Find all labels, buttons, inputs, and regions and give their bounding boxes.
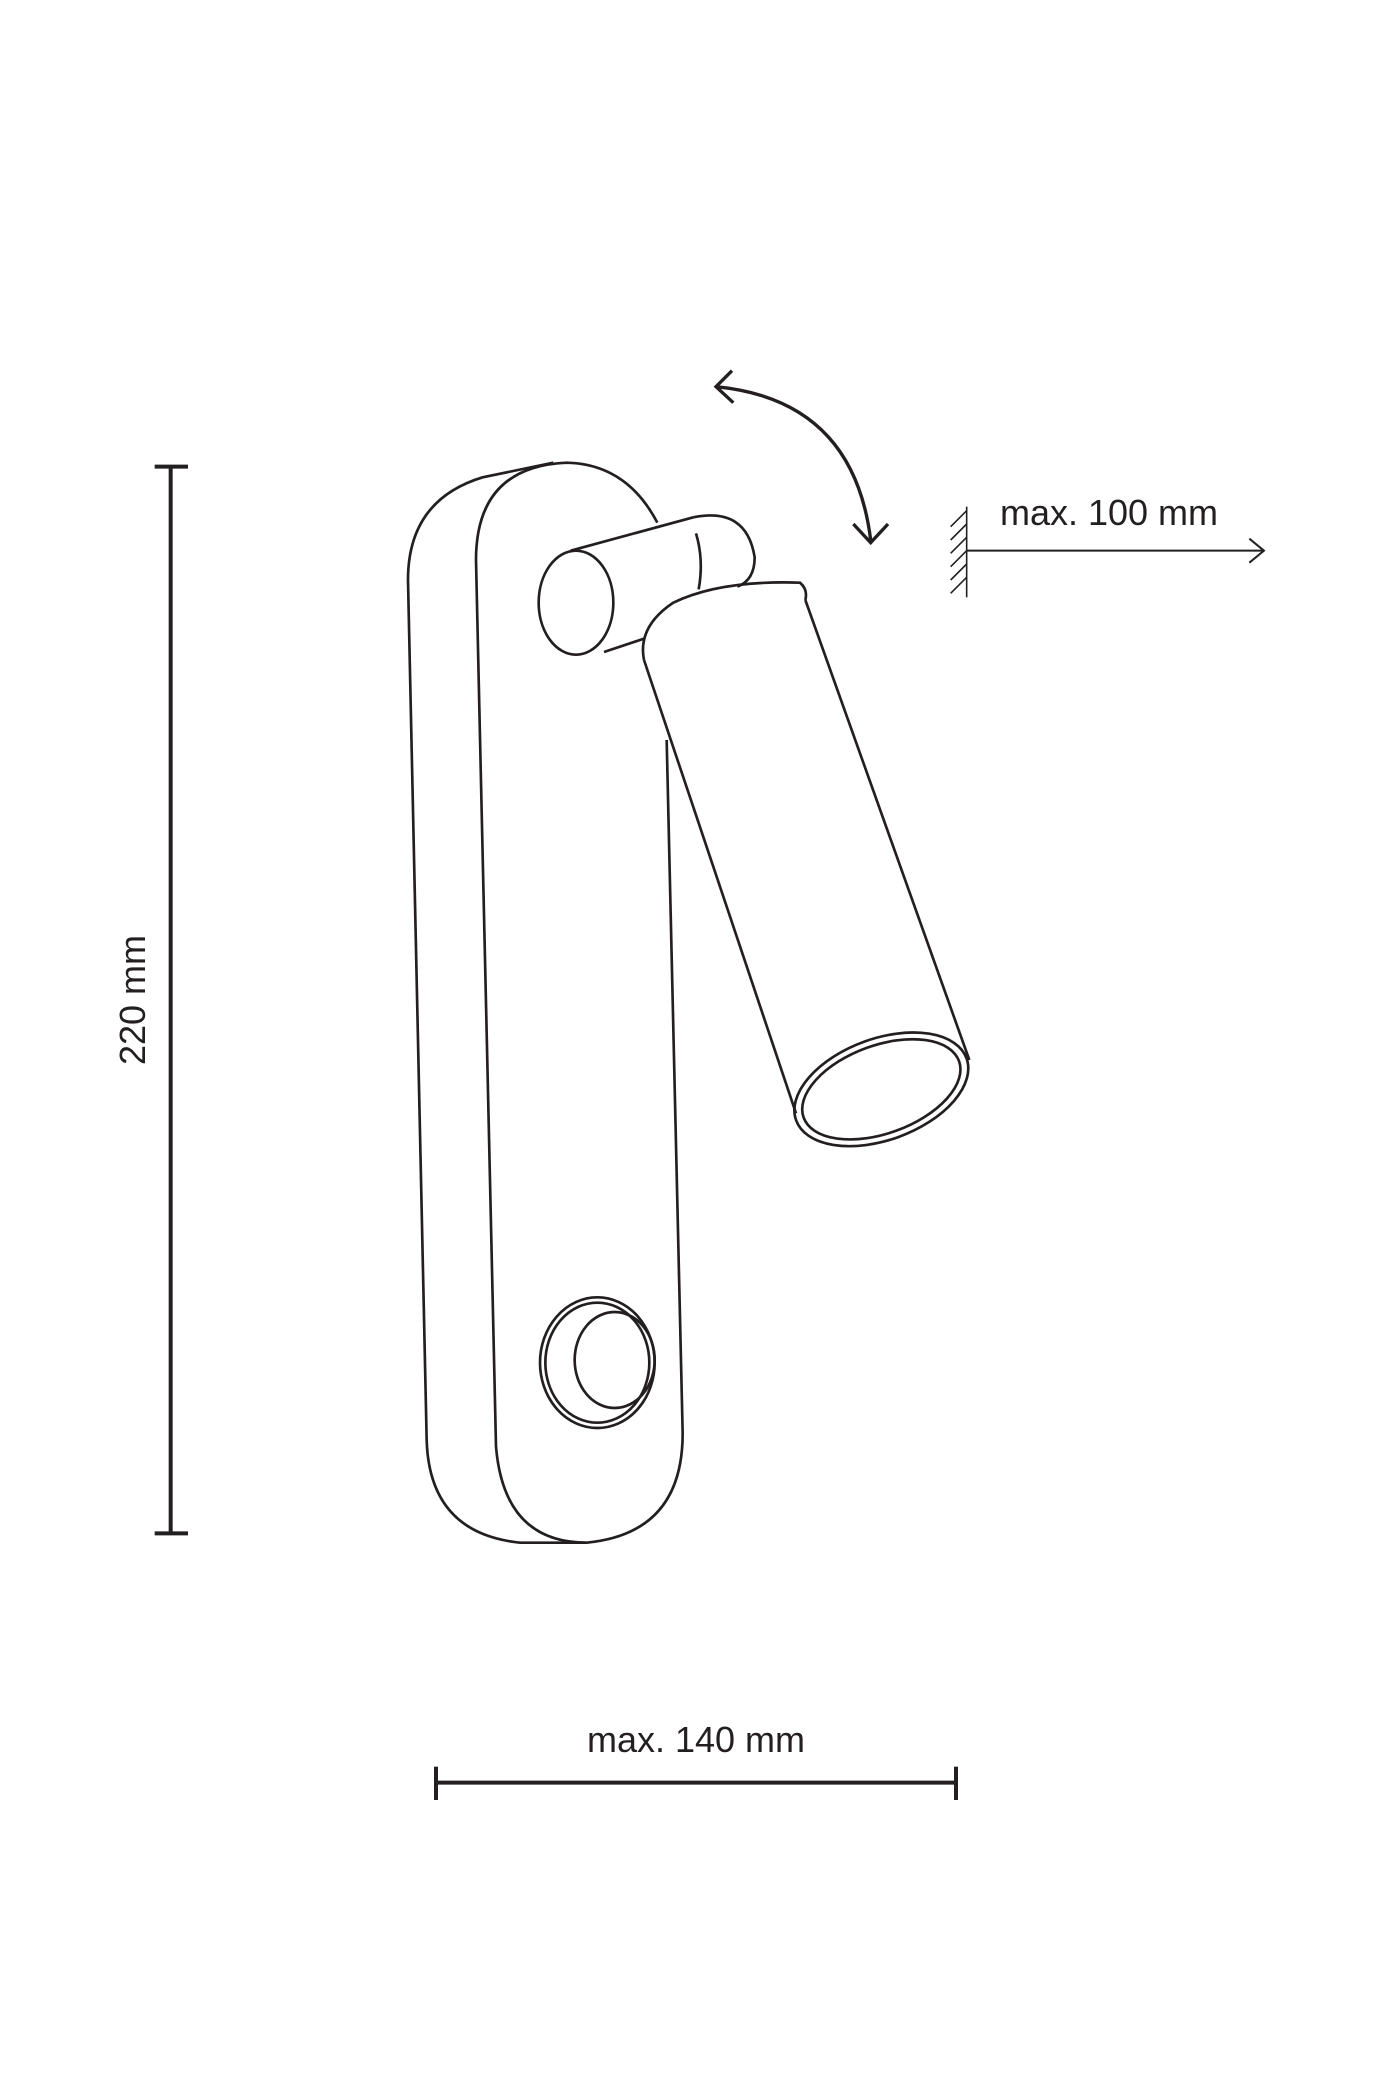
projection-arrow-icon — [966, 537, 1266, 564]
back-plate — [406, 461, 587, 1544]
height-label: 220 mm — [112, 934, 153, 1066]
width-label: max. 140 mm — [586, 1719, 806, 1760]
projection-label: max. 100 mm — [999, 492, 1219, 533]
height-dimension-line — [154, 464, 188, 1536]
width-dimension-line — [434, 1766, 958, 1800]
wall-hatch-icon — [950, 506, 968, 598]
front-plate — [474, 461, 685, 1545]
switch-button-icon — [538, 1295, 656, 1430]
lamp-arm — [537, 514, 757, 656]
rotation-arrow-icon — [713, 369, 890, 546]
spotlight-tube — [641, 581, 971, 1148]
